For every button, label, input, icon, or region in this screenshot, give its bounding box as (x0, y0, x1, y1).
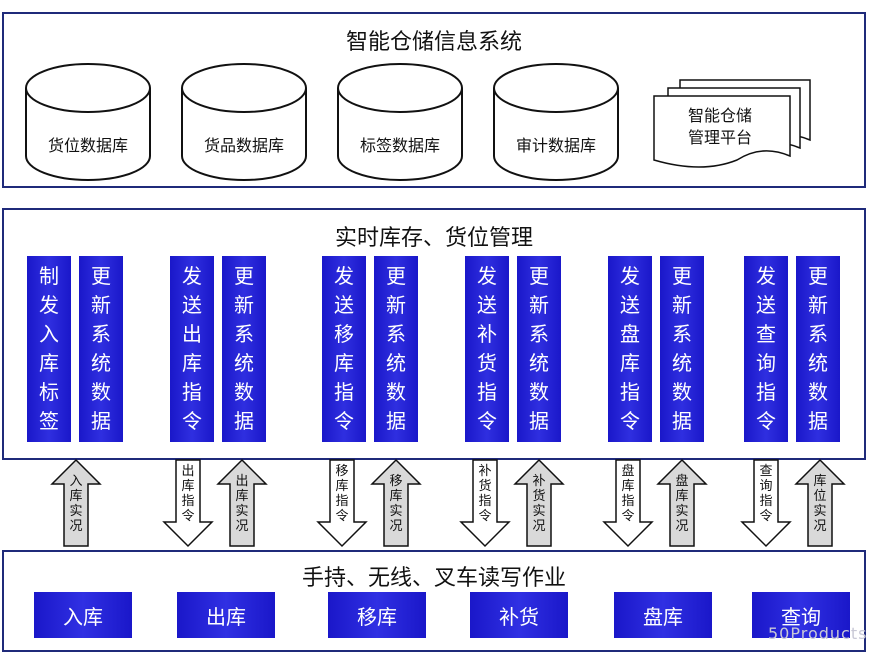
op-move: 移库 (328, 592, 426, 638)
db-location: 货位数据库 (24, 62, 152, 184)
column-make-inbound-tag: 制发入库标签 (27, 256, 71, 442)
column-update-data-5: 更新系统数据 (660, 256, 704, 442)
watermark: 50Products (768, 624, 868, 643)
db-audit-label: 审计数据库 (515, 136, 596, 155)
arrow-label: 补货实况 (532, 474, 546, 534)
arrow-outbound-status: 出库实况 (216, 458, 268, 548)
arrow-label: 盘库指令 (621, 464, 635, 524)
arrow-label: 库位实况 (813, 474, 827, 534)
platform-label-line-2: 管理平台 (687, 128, 752, 147)
arrow-down-icon (740, 459, 792, 548)
arrow-label: 补货指令 (478, 464, 492, 524)
platform-label-line-1: 智能仓储 (687, 106, 752, 125)
arrow-label: 出库指令 (181, 464, 195, 524)
arrow-up-icon (370, 458, 422, 547)
arrow-inbound-status: 入库实况 (50, 458, 102, 548)
arrow-label: 盘库实况 (675, 474, 689, 534)
arrow-down-icon (602, 459, 654, 548)
arrow-label: 入库实况 (69, 474, 83, 534)
db-tag-label: 标签数据库 (359, 136, 440, 155)
database-icon (25, 63, 151, 181)
arrow-label: 移库指令 (335, 464, 349, 524)
column-update-data-2: 更新系统数据 (222, 256, 266, 442)
arrow-outbound-instruction: 出库指令 (162, 458, 214, 548)
arrow-move-instruction: 移库指令 (316, 458, 368, 548)
database-icon (493, 63, 619, 181)
arrow-label: 出库实况 (235, 474, 249, 534)
column-send-replenish: 发送补货指令 (465, 256, 509, 442)
column-send-stocktake: 发送盘库指令 (608, 256, 652, 442)
database-icon (337, 63, 463, 181)
op-outbound: 出库 (177, 592, 275, 638)
arrow-down-icon (316, 459, 368, 548)
db-audit: 审计数据库 (492, 62, 620, 184)
database-icon (181, 63, 307, 181)
op-query: 查询 (752, 592, 850, 638)
db-tag: 标签数据库 (336, 62, 464, 184)
column-update-data-4: 更新系统数据 (517, 256, 561, 442)
db-location-label: 货位数据库 (47, 136, 128, 155)
arrow-up-icon (794, 458, 846, 547)
inventory-title: 实时库存、货位管理 (334, 226, 533, 251)
info-system-title: 智能仓储信息系统 (345, 30, 522, 55)
arrow-query-instruction: 查询指令 (740, 458, 792, 548)
db-goods: 货品数据库 (180, 62, 308, 184)
op-inbound: 入库 (34, 592, 132, 638)
column-update-data-6: 更新系统数据 (796, 256, 840, 442)
arrow-stocktake-status: 盘库实况 (656, 458, 708, 548)
arrow-move-status: 移库实况 (370, 458, 422, 548)
column-send-query: 发送查询指令 (744, 256, 788, 442)
arrow-replenish-status: 补货实况 (513, 458, 565, 548)
operations-panel: 手持、无线、叉车读写作业 (2, 550, 866, 652)
arrow-up-icon (50, 458, 102, 547)
arrow-up-icon (513, 458, 565, 547)
operations-title: 手持、无线、叉车读写作业 (301, 566, 566, 591)
arrow-stocktake-instruction: 盘库指令 (602, 458, 654, 548)
column-update-data-1: 更新系统数据 (79, 256, 123, 442)
arrow-down-icon (162, 459, 214, 548)
op-replenish: 补货 (470, 592, 568, 638)
arrow-up-icon (656, 458, 708, 547)
inventory-panel: 实时库存、货位管理 (2, 208, 866, 460)
db-goods-label: 货品数据库 (203, 136, 284, 155)
column-send-outbound: 发送出库指令 (170, 256, 214, 442)
platform-document-icon (652, 78, 812, 168)
arrow-replenish-instruction: 补货指令 (459, 458, 511, 548)
column-update-data-3: 更新系统数据 (374, 256, 418, 442)
arrow-down-icon (459, 459, 511, 548)
arrow-up-icon (216, 458, 268, 547)
platform-label: 智能仓储 管理平台 (660, 105, 780, 149)
column-send-move: 发送移库指令 (322, 256, 366, 442)
arrow-location-status: 库位实况 (794, 458, 846, 548)
arrow-label: 查询指令 (759, 464, 773, 524)
arrow-label: 移库实况 (389, 474, 403, 534)
op-stocktake: 盘库 (614, 592, 712, 638)
